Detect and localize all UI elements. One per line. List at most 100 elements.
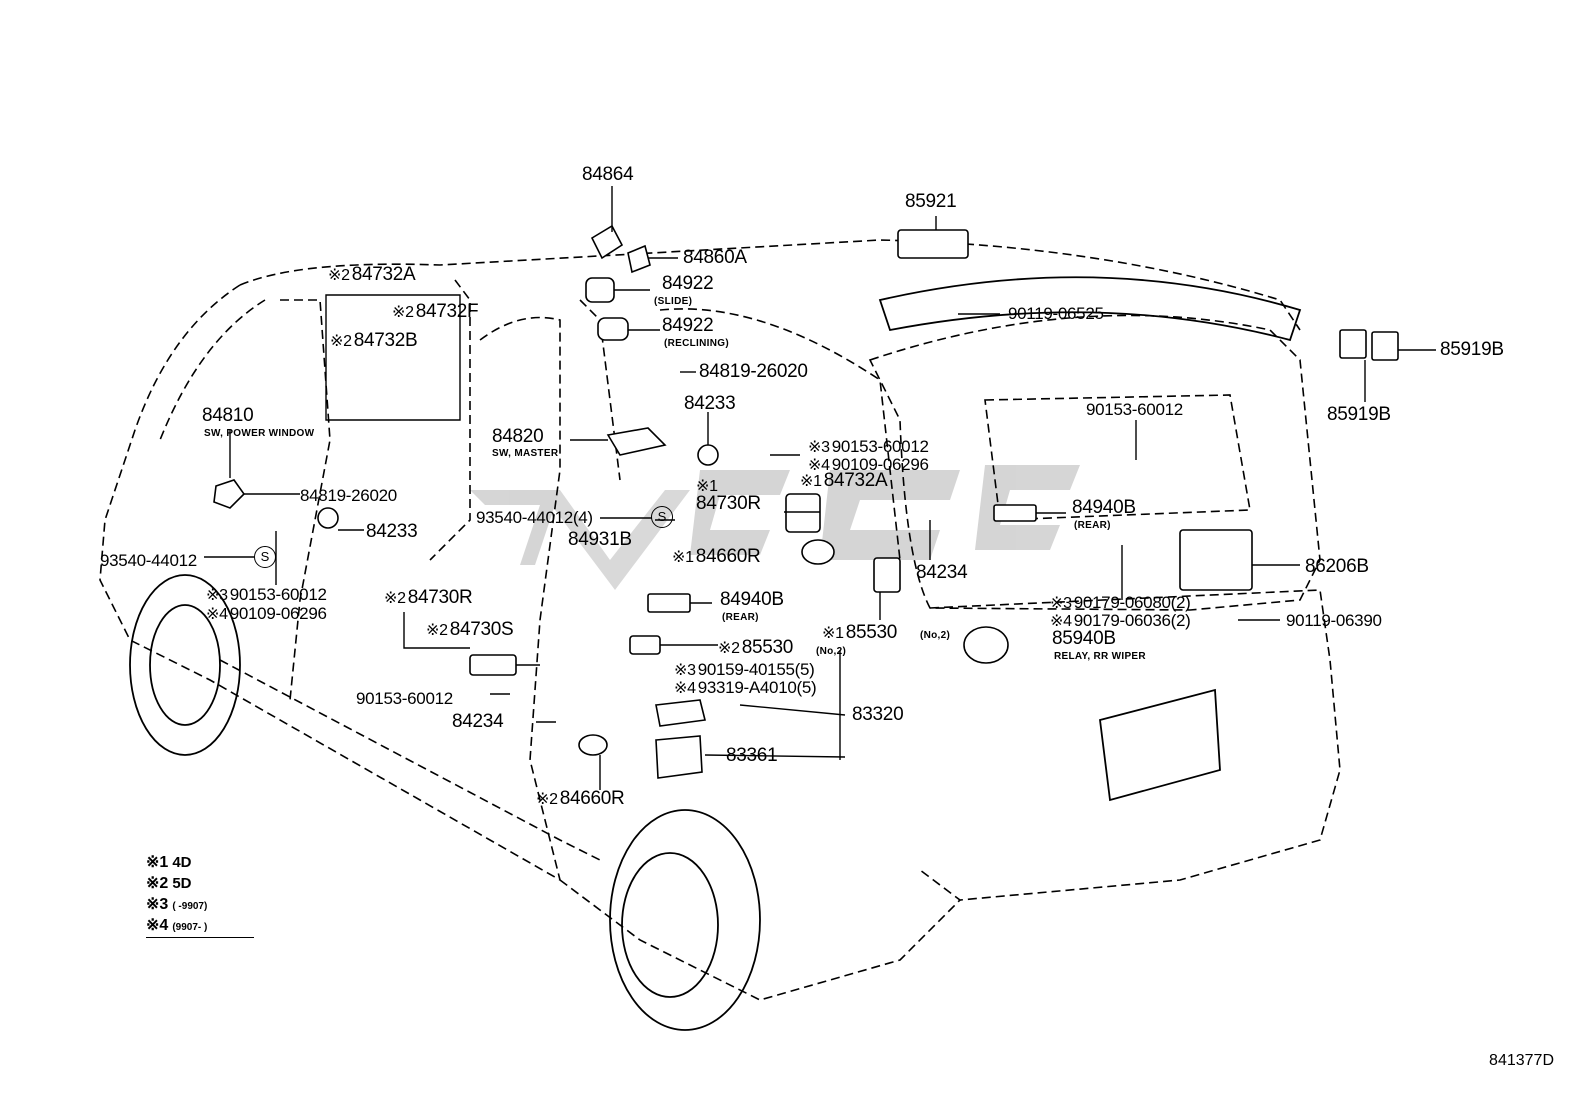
part-84660R-shape: [801, 539, 835, 565]
callout-85530-left-sub: (No,2): [816, 646, 847, 657]
callout-84810-sub: SW, POWER WINDOW: [204, 428, 315, 439]
part-83320-shape: [655, 699, 706, 727]
callout-84810: 84810: [202, 405, 254, 426]
callout-84940B-mid-sub: (REAR): [722, 612, 759, 623]
callout-84922-slide: 84922: [662, 273, 714, 294]
callout-93540-center: 93540-44012(4): [476, 508, 593, 527]
part-85940B-shape: [963, 626, 1009, 664]
callout-90119-top: 90119-06525: [1008, 304, 1104, 323]
spoiler: [878, 276, 1302, 342]
part-85530-shape: [873, 557, 901, 593]
callout-84922-recline: 84922: [662, 315, 714, 336]
rear-quarter: [659, 308, 901, 561]
callout-90153-hatch: 90153-60012: [1086, 400, 1183, 419]
part-84864-shape: [590, 224, 624, 260]
part-85921-shape: [897, 229, 969, 259]
callout-84922-slide-sub: (SLIDE): [654, 296, 693, 307]
rear-hatch: [868, 314, 1321, 611]
callout-85921: 85921: [905, 191, 957, 212]
callout-84234-right: 84234: [916, 562, 968, 583]
part-84730R-shape: [785, 493, 821, 533]
callout-85940B-sub: RELAY, RR WIPER: [1054, 651, 1146, 662]
callout-83361: 83361: [726, 745, 778, 766]
rear-wheel-inner: [621, 852, 719, 998]
part-84810-shape: [213, 479, 246, 509]
front-wheel-inner: [149, 604, 221, 726]
b-pillar: [429, 279, 471, 561]
rear-wheel: [609, 809, 761, 1031]
part-84922-recline-shape: [597, 317, 629, 341]
callout-84864: 84864: [582, 164, 634, 185]
callout-85919B-bottom: 85919B: [1327, 404, 1391, 425]
rocker: [219, 659, 601, 861]
callout-84234-left: 84234: [452, 711, 504, 732]
slide-door: [479, 316, 561, 881]
callout-84233-top: 84233: [684, 393, 736, 414]
side-body: [99, 284, 561, 881]
rear-bumper: [919, 589, 1341, 901]
callout-84940B-rear-sub: (REAR): [1074, 520, 1111, 531]
part-84233-shape: [317, 507, 339, 529]
callout-84940B-rear: 84940B: [1072, 497, 1136, 518]
part-84922-slide-shape: [585, 277, 615, 303]
part-84940B-mid-shape: [647, 593, 691, 613]
callout-84922-recline-sub: (RECLINING): [664, 338, 729, 349]
figure-number: 841377D: [1489, 1052, 1554, 1069]
part-84660R-left-shape: [578, 734, 608, 756]
service-symbol-center: S: [651, 506, 673, 528]
legend-underline: [146, 937, 254, 938]
callout-90119-bottom: 90119-06390: [1286, 611, 1382, 630]
callout-85530-right-sub: (No,2): [920, 630, 951, 641]
license-plate: [1099, 688, 1221, 802]
callout-84820: 84820: [492, 426, 544, 447]
callout-85919B-top: 85919B: [1440, 339, 1504, 360]
legend-row-3: ※3( -9907): [146, 896, 208, 913]
rear-window: [984, 394, 1251, 521]
callout-84819-top: 84819-26020: [699, 361, 808, 382]
callout-85940B: 85940B: [1052, 628, 1116, 649]
callout-84820-sub: SW, MASTER: [492, 448, 559, 459]
windshield: [159, 299, 266, 441]
callout-84819-left: 84819-26020: [300, 486, 397, 505]
part-84860A-shape: [627, 244, 651, 274]
callout-86206B: 86206B: [1305, 556, 1369, 577]
legend-row-4: ※4(9907- ): [146, 917, 208, 934]
callout-84233-left: 84233: [366, 521, 418, 542]
part-84940B-rear-shape: [993, 504, 1037, 522]
part-85919B-b-shape: [1371, 331, 1399, 361]
lower-body: [559, 879, 961, 1001]
callout-90153-lower: 90153-60012: [356, 689, 453, 708]
part-83361-shape: [655, 735, 703, 779]
part-84820-shape: [606, 427, 667, 456]
part-84233-right-shape: [697, 444, 719, 466]
callout-93540-left: 93540-44012: [100, 551, 197, 570]
part-86206B-shape: [1179, 529, 1253, 591]
callout-84940B-mid: 84940B: [720, 589, 784, 610]
part-85530-no2-shape: [629, 635, 661, 655]
roof-outline: [239, 239, 1301, 331]
part-84730S-shape: [469, 654, 517, 676]
